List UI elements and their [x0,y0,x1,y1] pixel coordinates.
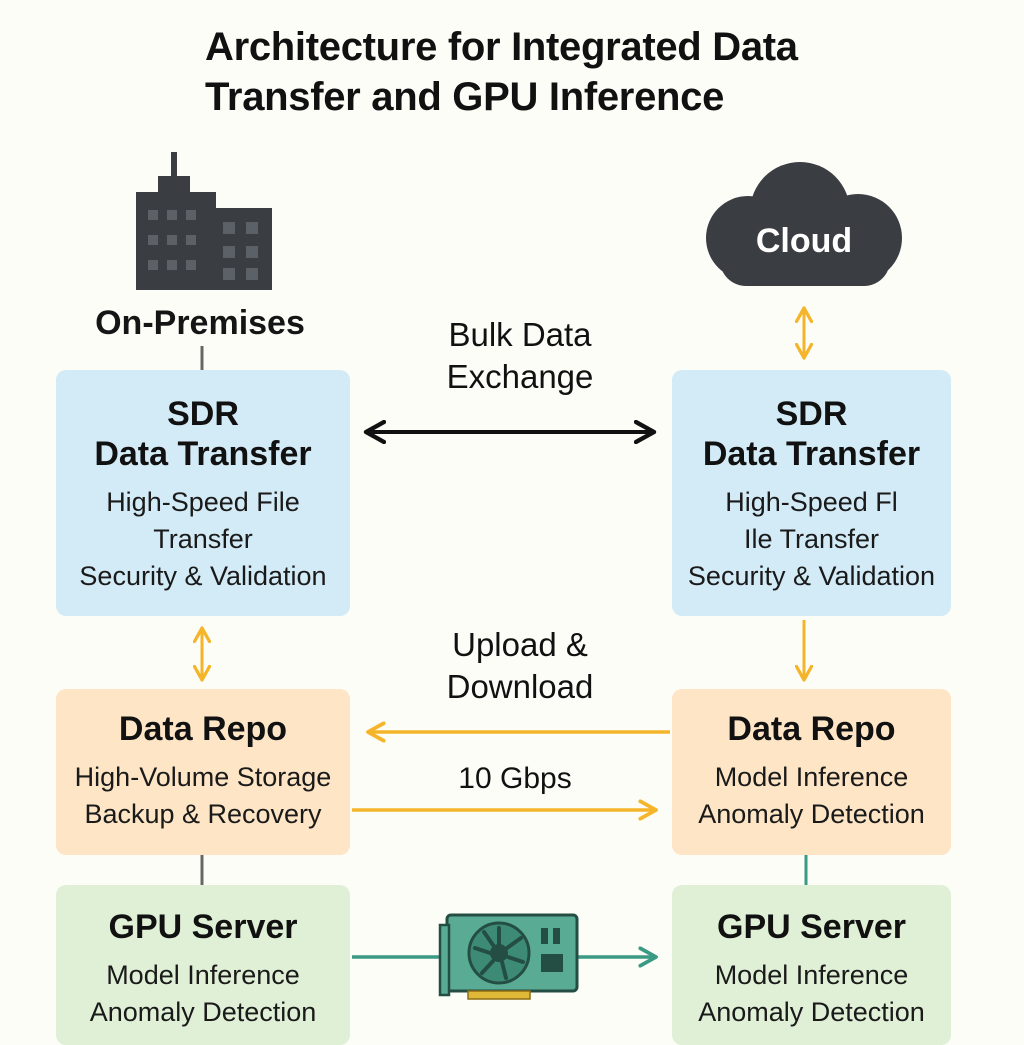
upload-download-label: Upload & Download [400,624,640,708]
left-sdr-title-2: Data Transfer [94,435,312,473]
bulk-label-line-2: Exchange [446,358,594,395]
right-repo-sub-2: Anomaly Detection [698,799,925,829]
bulk-exchange-label: Bulk Data Exchange [400,314,640,398]
left-repo-sub-2: Backup & Recovery [84,799,322,829]
connector-layer: Cloud [136,152,902,1000]
left-sdr-box: SDR Data Transfer High-Speed File Transf… [56,370,350,616]
right-gpu-title: GPU Server [717,908,906,946]
left-gpu-box: GPU Server Model Inference Anomaly Detec… [56,885,350,1045]
right-sdr-sub-2: Ile Transfer [743,524,880,554]
left-sdr-sub-1: High-Speed File [106,487,300,517]
bulk-label-line-1: Bulk Data [448,316,592,353]
gpu-card-icon [438,913,579,1000]
left-gpu-sub-2: Anomaly Detection [89,997,317,1027]
cloud-label: Cloud [756,222,852,260]
title-line-1: Architecture for Integrated Data [205,25,798,69]
right-repo-title: Data Repo [727,710,896,748]
left-sdr-sub-3: Security & Validation [79,561,327,591]
left-repo-title: Data Repo [118,710,288,748]
right-sdr-sub-3: Security & Validation [687,561,936,591]
right-sdr-title-2: Data Transfer [702,435,921,473]
right-sdr-title-1: SDR [775,395,848,433]
building-icon [136,152,272,290]
right-gpu-sub-2: Anomaly Detection [698,997,925,1027]
speed-label: 10 Gbps [458,762,572,795]
right-sdr-box: SDR Data Transfer High-Speed Fl Ile Tran… [672,370,951,616]
right-repo-box: Data Repo Model Inference Anomaly Detect… [672,689,951,855]
diagram-title: Architecture for Integrated Data Transfe… [205,22,1005,122]
left-repo-sub-1: High-Volume Storage [74,762,332,792]
upload-label-line-1: Upload & [452,626,588,663]
left-gpu-sub-1: Model Inference [106,960,300,990]
left-repo-box: Data Repo High-Volume Storage Backup & R… [56,689,350,855]
right-gpu-box: GPU Server Model Inference Anomaly Detec… [672,885,951,1045]
title-line-2: Transfer and GPU Inference [205,75,725,119]
right-gpu-sub-1: Model Inference [714,960,909,990]
cloud-icon [706,162,902,286]
left-sdr-title-1: SDR [167,395,239,433]
left-gpu-title: GPU Server [108,908,298,946]
right-sdr-sub-1: High-Speed Fl [725,487,898,517]
right-repo-sub-1: Model Inference [714,762,909,792]
upload-label-line-2: Download [446,668,594,705]
on-premises-label: On-Premises [95,304,305,342]
left-sdr-sub-2: Transfer [153,524,253,554]
